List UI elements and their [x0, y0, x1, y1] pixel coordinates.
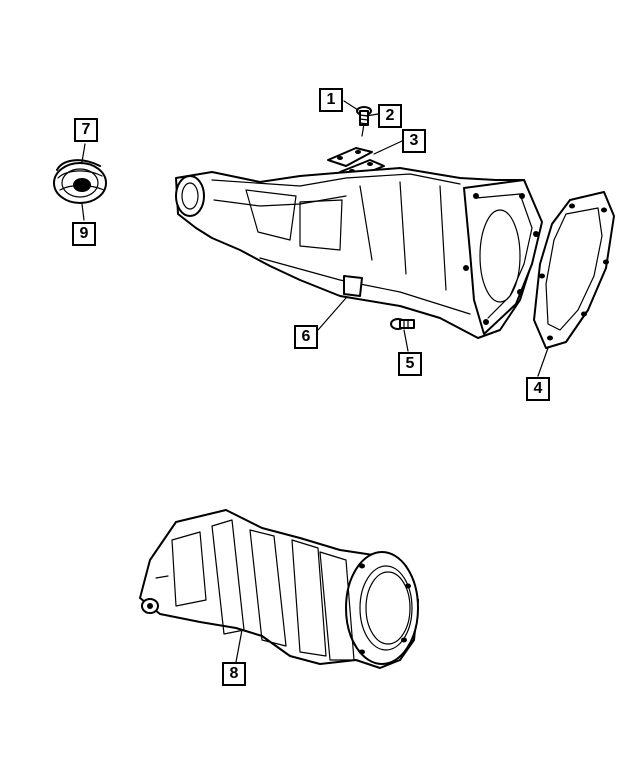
- gasket-part: [533, 191, 615, 349]
- extension-housing-part: [175, 167, 543, 339]
- callout-2: 2: [378, 104, 402, 128]
- callout-5: 5: [398, 352, 422, 376]
- callout-7: 7: [74, 118, 98, 142]
- seal-bushing-part: [53, 159, 107, 204]
- callout-3: 3: [402, 129, 426, 153]
- callout-6: 6: [294, 325, 318, 349]
- housing-bolt-part: [390, 318, 415, 330]
- callout-8: 8: [222, 662, 246, 686]
- alternate-housing-part: [139, 509, 419, 669]
- leader-lines: [81, 100, 549, 663]
- callout-1: 1: [319, 88, 343, 112]
- callout-9: 9: [72, 222, 96, 246]
- callout-4: 4: [526, 377, 550, 401]
